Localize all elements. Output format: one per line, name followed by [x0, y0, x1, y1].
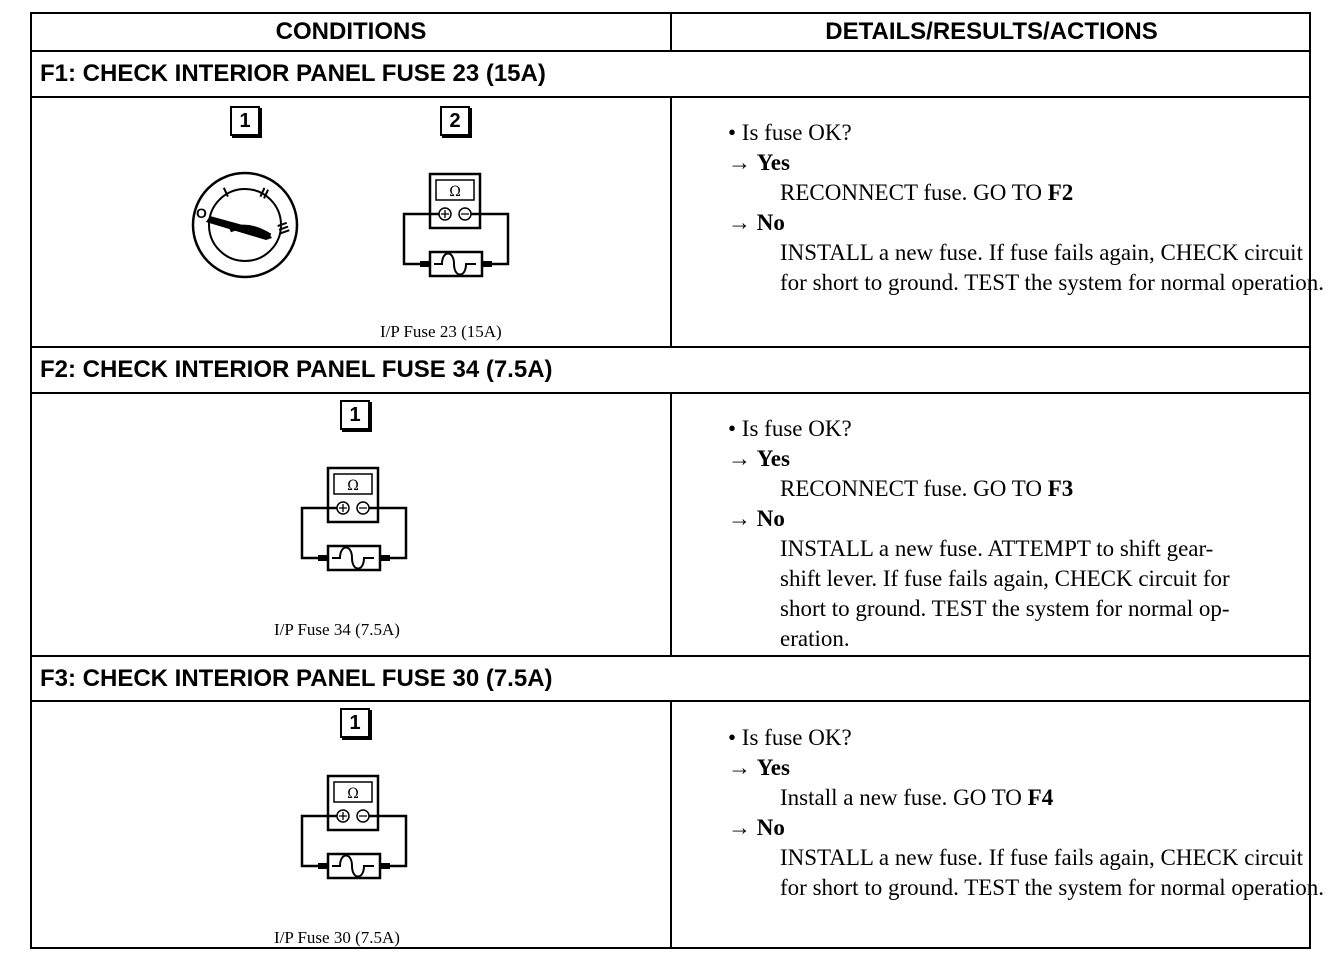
- actions-f2: • Is fuse OK? → Yes RECONNECT fuse. GO T…: [700, 414, 1310, 654]
- diagnostic-table: CONDITIONS DETAILS/RESULTS/ACTIONS F1: C…: [30, 12, 1324, 949]
- arrow-icon: →: [728, 150, 751, 175]
- column-header-details: DETAILS/RESULTS/ACTIONS: [825, 18, 1158, 45]
- column-divider: [670, 14, 672, 52]
- ohmmeter-fuse-icon: Ω: [300, 774, 408, 880]
- column-divider: [670, 96, 672, 348]
- yes-action: RECONNECT fuse. GO TO: [780, 476, 1048, 501]
- actions-f3: • Is fuse OK? → Yes Install a new fuse. …: [700, 723, 1324, 903]
- caption-fuse-34: I/P Fuse 34 (7.5A): [274, 620, 400, 639]
- no-label: No: [756, 815, 785, 840]
- callout-2: 2: [440, 106, 470, 136]
- ohm-symbol: Ω: [347, 786, 359, 802]
- caption-fuse-23: I/P Fuse 23 (15A): [380, 322, 502, 341]
- column-header-conditions: CONDITIONS: [275, 18, 427, 45]
- no-action: INSTALL a new fuse. If fuse fails again,…: [780, 240, 1325, 295]
- arrow-icon: →: [728, 755, 751, 780]
- actions-f1: • Is fuse OK? → Yes RECONNECT fuse. GO T…: [700, 118, 1324, 298]
- question-text: • Is fuse OK?: [728, 120, 852, 145]
- arrow-icon: →: [728, 506, 751, 531]
- no-label: No: [756, 506, 785, 531]
- arrow-icon: →: [728, 446, 751, 471]
- arrow-icon: →: [728, 815, 751, 840]
- ignition-mark-start: III: [274, 220, 293, 236]
- goto-link[interactable]: F4: [1027, 785, 1054, 810]
- yes-label: Yes: [756, 755, 790, 780]
- ohm-symbol: Ω: [347, 478, 359, 494]
- question-text: • Is fuse OK?: [728, 416, 852, 441]
- yes-action: Install a new fuse. GO TO: [780, 785, 1028, 810]
- ohmmeter-fuse-icon: Ω: [300, 466, 408, 572]
- ignition-mark-off: O: [196, 205, 207, 221]
- step-title-f2: F2: CHECK INTERIOR PANEL FUSE 34 (7.5A): [40, 356, 553, 383]
- ignition-mark-acc: I: [221, 184, 231, 200]
- yes-action: RECONNECT fuse. GO TO: [780, 180, 1048, 205]
- question-text: • Is fuse OK?: [728, 725, 852, 750]
- step-title-f1: F1: CHECK INTERIOR PANEL FUSE 23 (15A): [40, 60, 546, 87]
- yes-label: Yes: [756, 446, 790, 471]
- goto-link[interactable]: F3: [1047, 476, 1074, 501]
- no-action-line: INSTALL a new fuse. ATTEMPT to shift gea…: [780, 536, 1214, 561]
- callout-1: 1: [230, 106, 260, 136]
- column-divider: [670, 392, 672, 657]
- no-action: INSTALL a new fuse. If fuse fails again,…: [780, 845, 1325, 900]
- goto-link[interactable]: F2: [1047, 180, 1074, 205]
- caption-fuse-30: I/P Fuse 30 (7.5A): [274, 928, 400, 947]
- no-action-line: short to ground. TEST the system for nor…: [780, 596, 1230, 621]
- step-title-f3: F3: CHECK INTERIOR PANEL FUSE 30 (7.5A): [40, 665, 553, 692]
- no-label: No: [756, 210, 785, 235]
- yes-label: Yes: [756, 150, 790, 175]
- ohm-symbol: Ω: [449, 184, 461, 200]
- column-divider: [670, 700, 672, 949]
- ohmmeter-fuse-icon: Ω: [402, 172, 510, 278]
- callout-1: 1: [340, 400, 370, 430]
- no-action-line: eration.: [780, 626, 850, 651]
- ignition-switch-icon: O I II III: [191, 171, 299, 279]
- callout-1: 1: [340, 708, 370, 738]
- no-action-line: shift lever. If fuse fails again, CHECK …: [780, 566, 1230, 591]
- arrow-icon: →: [728, 210, 751, 235]
